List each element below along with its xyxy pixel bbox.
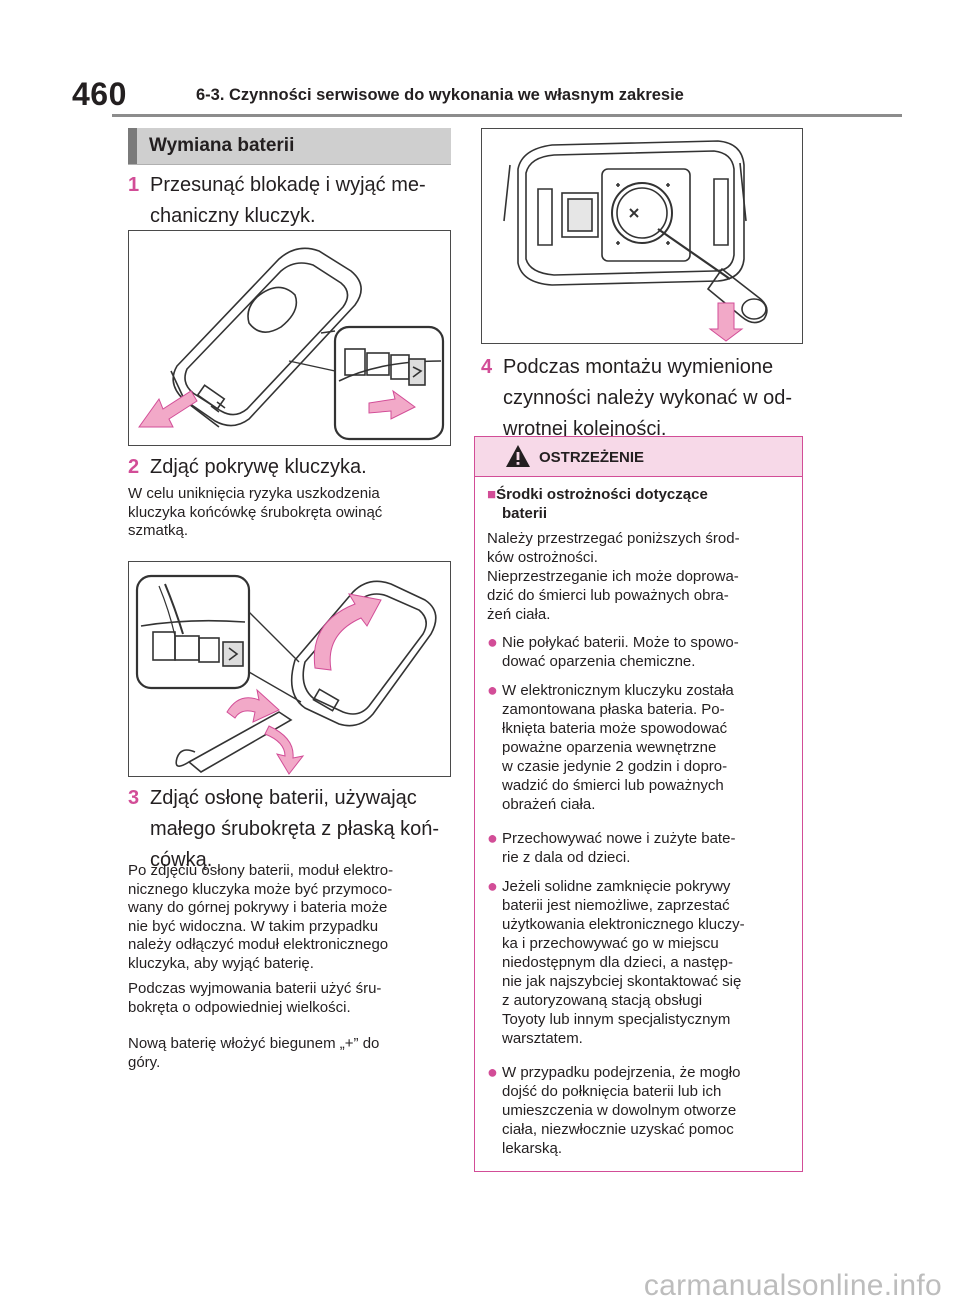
battery-removal-illustration — [503, 140, 768, 342]
warning-line: obrażeń ciała. — [502, 796, 596, 813]
note-line: nie być widoczna. W takim przypadku — [128, 917, 379, 935]
step-number: 3 — [128, 787, 140, 809]
chapter-title: 6-3. Czynności serwisowe do wykonania we… — [196, 86, 684, 104]
step-line: Podczas montażu wymienione — [503, 356, 774, 378]
key-cover-illustration — [135, 574, 437, 775]
figure-remove-mechanical-key — [128, 230, 451, 446]
intro-line: dzić do śmierci lub poważnych obra- — [487, 587, 729, 604]
note-line: kluczyka, aby wyjąć baterię. — [128, 954, 314, 972]
warning-line: lekarską. — [502, 1140, 563, 1157]
warning-line: ka i przechowywać go w miejscu — [502, 935, 719, 952]
warning-title: OSTRZEŻENIE — [539, 449, 645, 466]
step-4: 4 Podczas montażu wymienione czynności n… — [481, 352, 811, 445]
note-line: Nową baterię włożyć biegunem „+” do — [128, 1035, 380, 1052]
step-line: czynności należy wykonać w od- — [503, 387, 793, 409]
key-fob-illustration — [138, 247, 445, 441]
intro-line: ków ostrożności. — [487, 549, 598, 566]
step-text: Przesunąć blokadę i wyjąć me- chaniczny … — [150, 170, 426, 232]
bullet-icon: ● — [487, 1062, 498, 1082]
step-3: 3 Zdjąć osłonę baterii, używając małego … — [128, 783, 458, 876]
warning-line: warsztatem. — [502, 1030, 583, 1047]
step-line: wrotnej kolejności. — [503, 418, 667, 440]
warning-line: umieszczenia w dowolnym otworze — [502, 1102, 737, 1119]
subheading-line: Środki ostrożności dotyczące — [496, 486, 708, 503]
warning-line: ciała, niezwłocznie uzyskać pomoc — [502, 1121, 734, 1138]
warning-line: wadzić do śmierci lub poważnych — [502, 777, 724, 794]
page-number: 460 — [72, 76, 127, 112]
step-line: Zdjąć pokrywę kluczyka. — [150, 456, 367, 478]
step-number: 4 — [481, 356, 493, 378]
bullet-icon: ● — [487, 876, 498, 896]
step-number: 2 — [128, 456, 140, 478]
warning-line: z autoryzowaną stacją obsługi — [502, 992, 703, 1009]
step-line: Przesunąć blokadę i wyjąć me- — [150, 174, 426, 196]
step-2: 2 Zdjąć pokrywę kluczyka. — [128, 452, 458, 483]
intro-line: Nieprzestrzeganie ich może doprowa- — [487, 568, 739, 585]
warning-line: poważne oparzenia wewnętrzne — [502, 739, 717, 756]
warning-triangle-icon — [506, 445, 530, 467]
note-step-3-polarity: Nową baterię włożyć biegunem „+” do góry… — [128, 1035, 463, 1072]
step-text: Zdjąć osłonę baterii, używając małego śr… — [150, 783, 439, 876]
note-line: Po zdjęciu osłony baterii, moduł elektro… — [128, 862, 394, 879]
note-step-2: W celu uniknięcia ryzyka uszkodzenia klu… — [128, 485, 458, 541]
section-title: Wymiana baterii — [149, 135, 295, 156]
warning-line: w czasie jedynie 2 godzin i dopro- — [502, 758, 728, 775]
warning-line: Nie połykać baterii. Może to spowo- — [502, 634, 739, 651]
step-line: małego śrubokręta z płaską koń- — [150, 818, 440, 840]
warning-line: łknięta bateria może spowodować — [502, 720, 728, 737]
step-line: Zdjąć osłonę baterii, używając — [150, 787, 417, 809]
note-line: nicznego kluczyka może być przymoco- — [128, 880, 393, 898]
warning-intro: Należy przestrzegać poniższych środ- ków… — [487, 529, 797, 624]
subheading-line: baterii — [502, 505, 548, 522]
section-heading: Wymiana baterii — [128, 128, 451, 164]
bullet-icon: ● — [487, 828, 498, 848]
step-1: 1 Przesunąć blokadę i wyjąć me- chaniczn… — [128, 170, 458, 232]
warning-line: W przypadku podejrzenia, że mogło — [502, 1064, 741, 1081]
note-step-3-screwdriver: Podczas wyjmowania baterii użyć śru- bok… — [128, 980, 463, 1017]
note-line: szmatką. — [128, 522, 189, 539]
warning-line: Przechowywać nowe i zużyte bate- — [502, 830, 736, 847]
step-line: chaniczny kluczyk. — [150, 205, 316, 227]
note-line: góry. — [128, 1053, 161, 1071]
note-line: bokręta o odpowiedniej wielkości. — [128, 998, 351, 1016]
warning-line: nie jak najszybciej skontaktować się — [502, 973, 742, 990]
note-line: należy odłączyć moduł elektronicznego — [128, 936, 389, 953]
warning-line: baterii jest niemożliwe, zaprzestać — [502, 897, 730, 914]
intro-line: żeń ciała. — [487, 606, 551, 623]
step-text: Zdjąć pokrywę kluczyka. — [150, 452, 367, 483]
warning-header: OSTRZEŻENIE — [475, 437, 802, 477]
warning-line: Toyoty lub innym specjalistycznym — [502, 1011, 731, 1028]
note-line: kluczyka końcówkę śrubokręta owinąć — [128, 503, 383, 521]
bullet-icon: ● — [487, 632, 498, 652]
header-divider — [112, 114, 902, 117]
watermark: carmanualsonline.info — [643, 1269, 942, 1302]
warning-line: dojść do połknięcia baterii lub ich — [502, 1083, 722, 1100]
step-text: Podczas montażu wymienione czynności nal… — [503, 352, 792, 445]
step-number: 1 — [128, 174, 140, 196]
warning-line: dować oparzenia chemiczne. — [502, 653, 696, 670]
warning-line: użytkowania elektronicznego kluczy- — [502, 916, 745, 933]
warning-subheading: ■Środki ostrożności dotyczące baterii — [487, 485, 792, 523]
figure-remove-key-cover — [128, 561, 451, 777]
section-divider — [128, 164, 451, 165]
warning-box: OSTRZEŻENIE ■Środki ostrożności dotycząc… — [474, 436, 803, 1172]
warning-line: Jeżeli solidne zamknięcie pokrywy — [502, 878, 731, 895]
note-line: W celu uniknięcia ryzyka uszkodzenia — [128, 485, 380, 502]
warning-line: zamontowana płaska bateria. Po- — [502, 701, 725, 718]
note-step-3-module: Po zdjęciu osłony baterii, moduł elektro… — [128, 862, 463, 973]
warning-line: niedostępnym dla dzieci, a następ- — [502, 954, 733, 971]
note-line: wany do górnej pokrywy i bateria może — [128, 899, 388, 916]
warning-line: W elektronicznym kluczyku została — [502, 682, 734, 699]
bullet-icon: ● — [487, 680, 498, 700]
note-line: Podczas wyjmowania baterii użyć śru- — [128, 980, 382, 997]
intro-line: Należy przestrzegać poniższych środ- — [487, 530, 740, 547]
warning-line: rie z dala od dzieci. — [502, 849, 631, 866]
step-line: cówką. — [150, 849, 213, 871]
square-bullet-icon: ■ — [487, 486, 497, 503]
figure-remove-battery — [481, 128, 803, 344]
